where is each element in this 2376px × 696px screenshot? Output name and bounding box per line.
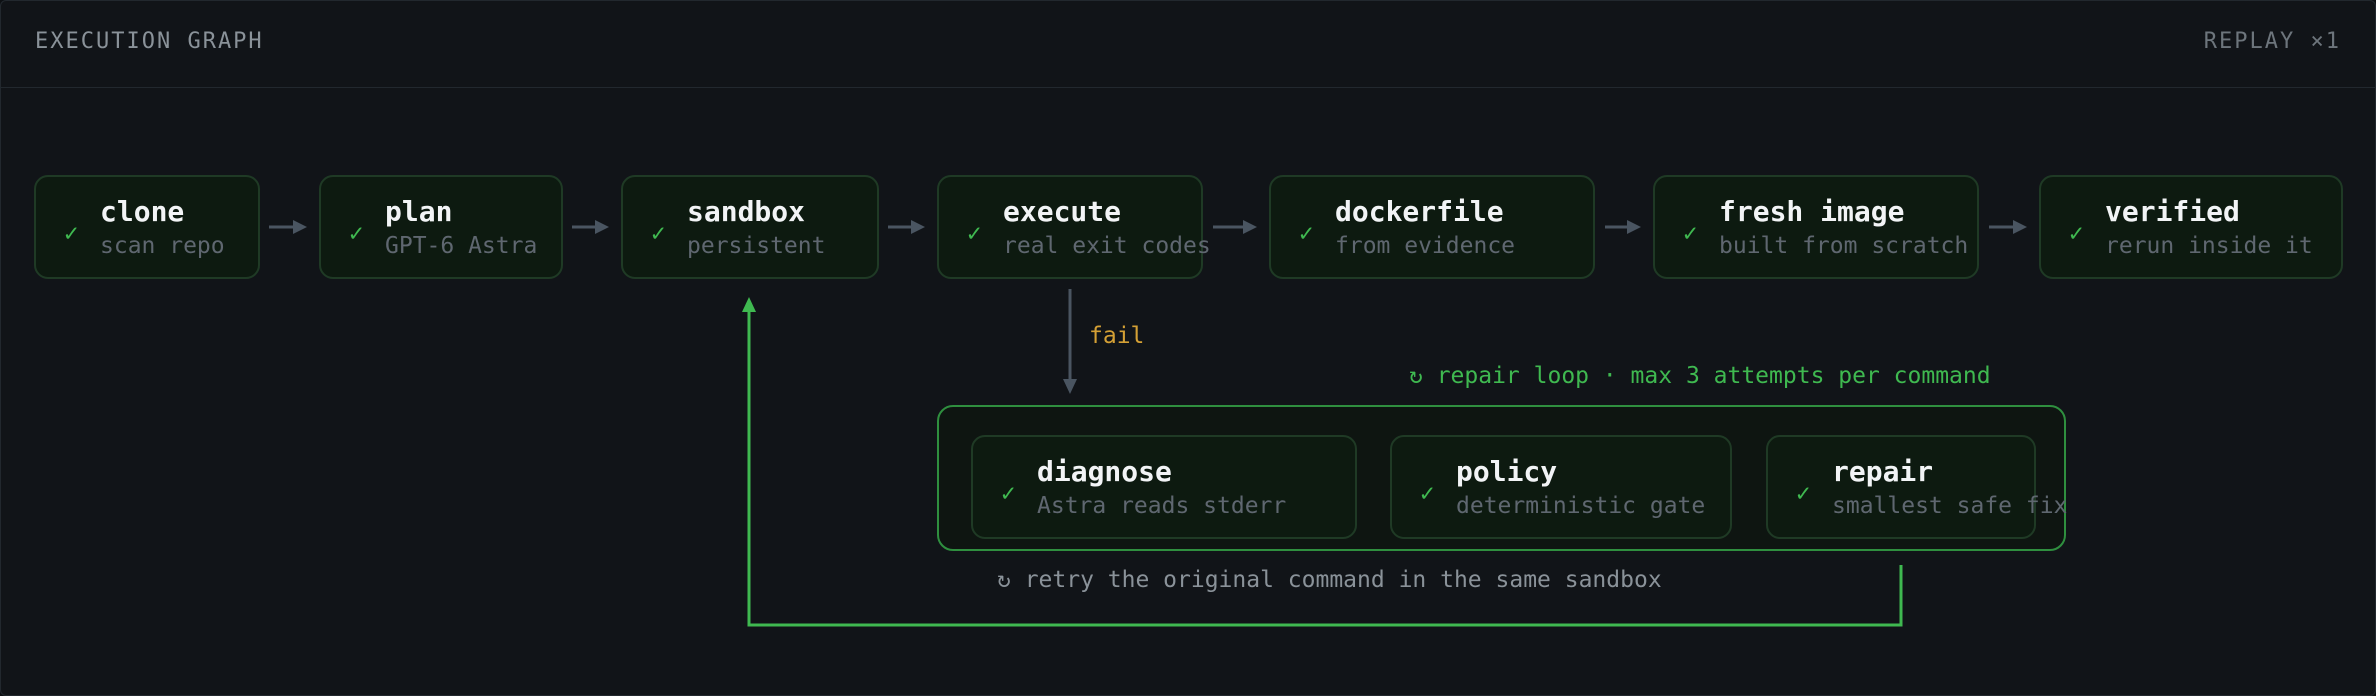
- node-name: repair: [1832, 455, 1934, 488]
- node-subtitle: persistent: [687, 233, 826, 259]
- node-name: fresh image: [1719, 195, 1905, 228]
- arrow-head: [911, 220, 925, 234]
- node-policy[interactable]: ✓ policy deterministic gate: [1390, 435, 1732, 539]
- panel-header: EXECUTION GRAPH REPLAY ×1: [1, 1, 2375, 88]
- retry-label: ↻ retry the original command in the same…: [997, 567, 1662, 593]
- node-subtitle: deterministic gate: [1456, 493, 1706, 519]
- node-name: verified: [2105, 195, 2240, 228]
- node-name: dockerfile: [1335, 195, 1504, 228]
- node-subtitle: built from scratch: [1719, 233, 1969, 259]
- check-icon: ✓: [1420, 479, 1435, 507]
- replay-counter[interactable]: REPLAY ×1: [2203, 29, 2341, 54]
- node-name: plan: [385, 195, 453, 228]
- node-name: sandbox: [687, 195, 806, 228]
- retry-path: [747, 311, 1903, 627]
- node-name: clone: [100, 195, 185, 228]
- node-repair[interactable]: ✓ repair smallest safe fix: [1766, 435, 2067, 539]
- check-icon: ✓: [64, 219, 79, 247]
- node-verified[interactable]: ✓ verified rerun inside it: [2039, 175, 2343, 279]
- node-sandbox[interactable]: ✓ sandbox persistent: [621, 175, 879, 279]
- repair-loop-label: ↻ repair loop · max 3 attempts per comma…: [1409, 363, 1991, 389]
- node-clone[interactable]: ✓ clone scan repo: [34, 175, 260, 279]
- arrow-head: [1243, 220, 1257, 234]
- check-icon: ✓: [1796, 479, 1811, 507]
- panel-title: EXECUTION GRAPH: [35, 29, 264, 54]
- fail-label: fail: [1089, 323, 1145, 349]
- arrow-head: [293, 220, 307, 234]
- node-name: policy: [1456, 455, 1558, 488]
- node-subtitle: GPT-6 Astra: [385, 233, 538, 259]
- node-fresh-image[interactable]: ✓ fresh image built from scratch: [1653, 175, 1979, 279]
- check-icon: ✓: [967, 219, 982, 247]
- check-icon: ✓: [1001, 479, 1016, 507]
- node-diagnose[interactable]: ✓ diagnose Astra reads stderr: [971, 435, 1357, 539]
- arrow-head: [595, 220, 609, 234]
- node-subtitle: smallest safe fix: [1832, 493, 2068, 519]
- node-dockerfile[interactable]: ✓ dockerfile from evidence: [1269, 175, 1595, 279]
- node-name: diagnose: [1037, 455, 1172, 488]
- node-subtitle: from evidence: [1335, 233, 1516, 259]
- check-icon: ✓: [349, 219, 364, 247]
- check-icon: ✓: [1299, 219, 1314, 247]
- check-icon: ✓: [651, 219, 666, 247]
- arrow-head: [1063, 379, 1077, 394]
- check-icon: ✓: [2069, 219, 2084, 247]
- node-plan[interactable]: ✓ plan GPT-6 Astra: [319, 175, 563, 279]
- node-subtitle: Astra reads stderr: [1037, 493, 1287, 519]
- node-subtitle: rerun inside it: [2105, 233, 2313, 259]
- arrow-head: [2013, 220, 2027, 234]
- node-execute[interactable]: ✓ execute real exit codes: [937, 175, 1211, 279]
- check-icon: ✓: [1683, 219, 1698, 247]
- node-subtitle: scan repo: [100, 233, 225, 259]
- node-subtitle: real exit codes: [1003, 233, 1211, 259]
- arrow-head: [742, 297, 756, 312]
- node-name: execute: [1003, 195, 1122, 228]
- arrow-head: [1627, 220, 1641, 234]
